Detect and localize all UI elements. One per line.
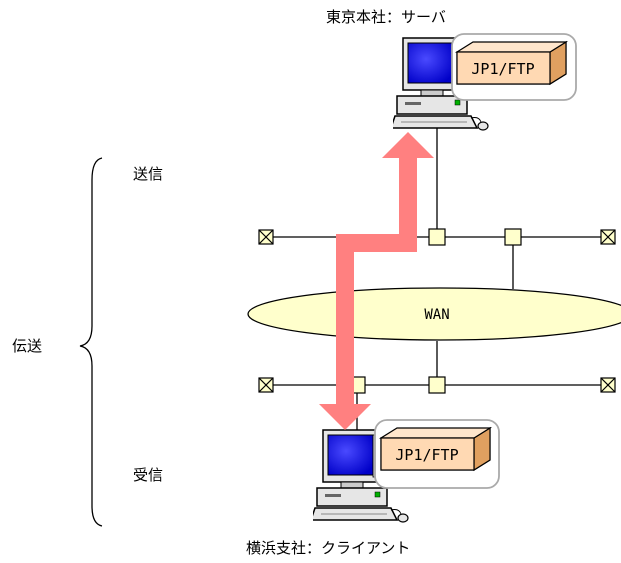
transfer-label: 伝送 xyxy=(12,337,43,355)
server-software-box-icon xyxy=(454,40,569,86)
wan-label: WAN xyxy=(424,307,449,323)
server-software-label: JP1/FTP xyxy=(471,60,534,78)
transfer-arrow-head-up xyxy=(382,132,434,158)
network-nodes xyxy=(348,228,522,394)
client-software-box-icon xyxy=(378,426,493,472)
terminator-icon xyxy=(600,377,616,393)
receive-label: 受信 xyxy=(133,466,164,484)
client-software-label: JP1/FTP xyxy=(395,446,458,464)
transfer-arrow-head-down xyxy=(319,404,371,430)
transfer-brace xyxy=(79,157,103,527)
terminator-icon xyxy=(258,229,274,245)
network-node xyxy=(428,228,446,246)
terminator-icon xyxy=(600,229,616,245)
server-site-label: 東京本社：サーバ xyxy=(326,8,446,26)
network-node xyxy=(504,228,522,246)
terminator-icon xyxy=(258,377,274,393)
transfer-arrow-shaft xyxy=(336,156,417,406)
client-site-label: 横浜支社：クライアント xyxy=(246,539,411,557)
send-label: 送信 xyxy=(133,165,164,183)
network-node xyxy=(428,376,446,394)
